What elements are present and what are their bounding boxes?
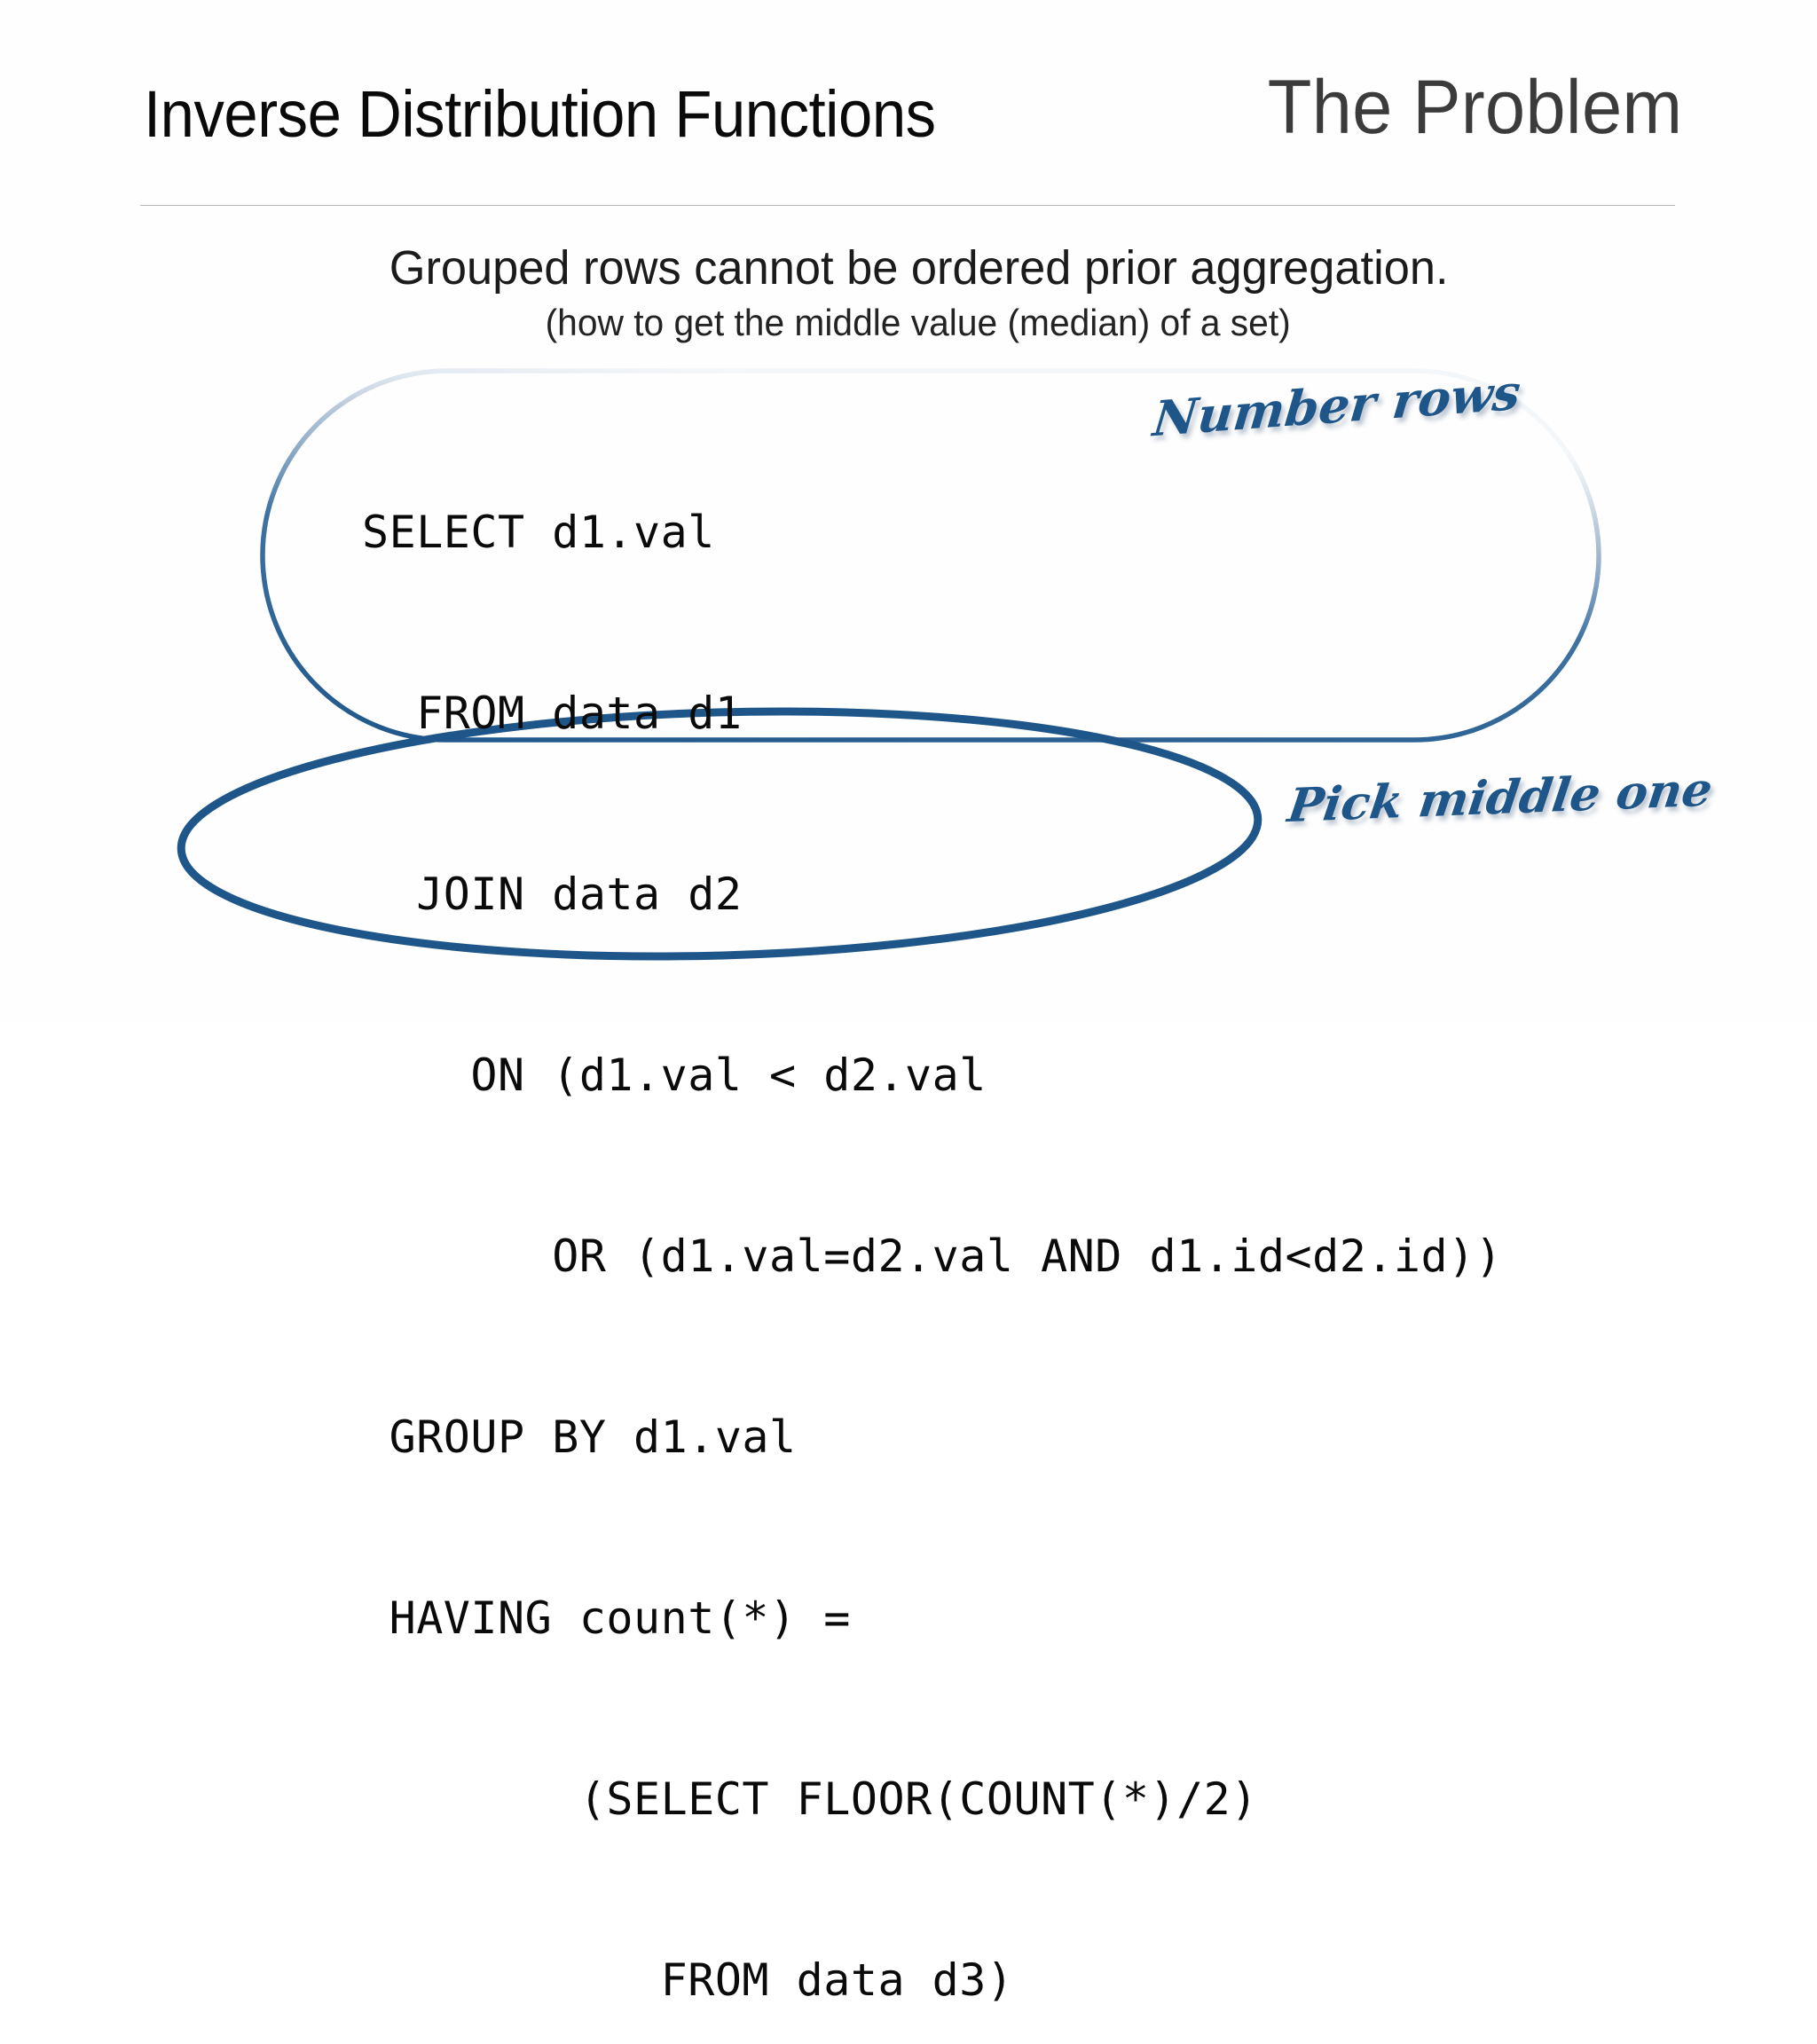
code-line: ON (d1.val < d2.val	[362, 1050, 987, 1101]
code-line: OR (d1.val=d2.val AND d1.id<d2.id))	[362, 1230, 1503, 1282]
sql-code-block: SELECT d1.val FROM data d1 JOIN data d2 …	[362, 381, 1502, 2044]
code-line: (SELECT FLOOR(COUNT(*)/2)	[362, 1773, 1258, 1825]
code-line: GROUP BY d1.val	[362, 1411, 797, 1463]
code-line: FROM data d1	[362, 688, 743, 739]
subtitle-primary: Grouped rows cannot be ordered prior agg…	[389, 241, 1449, 295]
slide-canvas: Inverse Distribution Functions The Probl…	[140, 65, 1716, 2006]
header-divider	[140, 205, 1675, 206]
code-line: HAVING count(*) =	[362, 1592, 851, 1644]
page-title: Inverse Distribution Functions	[144, 77, 936, 151]
page-subject-title: The Problem	[1267, 65, 1682, 150]
subtitle-secondary: (how to get the middle value (median) of…	[545, 302, 1291, 343]
code-line: FROM data d3)	[362, 1954, 1014, 2006]
code-line: JOIN data d2	[362, 869, 743, 920]
code-line: SELECT d1.val	[362, 507, 715, 558]
